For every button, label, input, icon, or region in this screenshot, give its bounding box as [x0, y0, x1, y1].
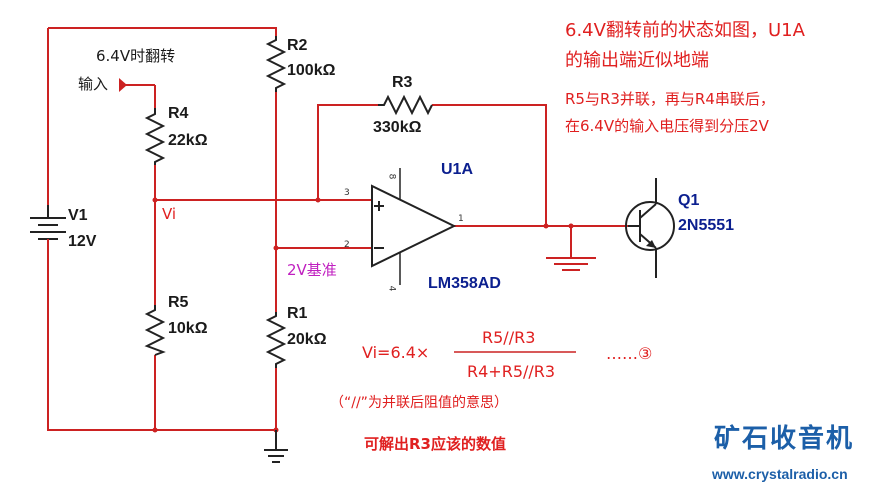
r2-value: 100kΩ: [287, 62, 336, 79]
junction-dot: [273, 245, 279, 251]
resistor-r4-icon: [144, 108, 166, 165]
formula-note: （“//”为并联后阻值的意思）: [330, 395, 508, 411]
r3-name: R3: [392, 74, 413, 91]
r3-value: 330kΩ: [373, 119, 422, 136]
formula-eq-ref: ……③: [606, 344, 653, 363]
input-arrow-icon: [119, 78, 127, 92]
formula-numerator: R5//R3: [482, 328, 536, 347]
note-line-1: 6.4V翻转前的状态如图，U1A: [565, 20, 805, 41]
note-line-2: 的输出端近似地端: [565, 50, 709, 71]
r4-value: 22kΩ: [168, 132, 208, 149]
wire-fb-right: [432, 104, 547, 226]
pin-3-label: 3: [344, 188, 350, 198]
pin-4-label: 4: [386, 285, 397, 292]
formula-lhs: Vi=6.4×: [362, 343, 430, 362]
opamp-u1a-icon: [371, 168, 457, 285]
watermark-title: 矿石收音机: [714, 424, 855, 454]
r2-name: R2: [287, 37, 308, 54]
vi-label: Vi: [162, 205, 177, 223]
resistor-r2-icon: [265, 36, 287, 92]
ground-output-icon: [546, 257, 596, 271]
u1a-name: U1A: [441, 161, 474, 178]
pin-2-label: 2: [344, 240, 350, 250]
switch-note: 6.4V时翻转: [96, 47, 176, 65]
r5-value: 10kΩ: [168, 320, 208, 337]
formula-denominator: R4+R5//R3: [467, 362, 556, 381]
r1-value: 20kΩ: [287, 331, 327, 348]
resistor-r1-icon: [265, 312, 287, 368]
junction-dot: [568, 223, 574, 229]
transistor-q1-icon: [625, 178, 675, 278]
pin-1-label: 1: [458, 214, 464, 224]
q1-part: 2N5551: [678, 217, 735, 234]
watermark-url: www.crystalradio.cn: [712, 466, 848, 482]
r1-name: R1: [287, 305, 308, 322]
input-label: 输入: [78, 75, 109, 93]
wire-top: [48, 27, 277, 36]
formula-conclusion: 可解出R3应该的数值: [364, 435, 506, 453]
r5-name: R5: [168, 294, 189, 311]
pin-8-label: 8: [386, 173, 397, 180]
r4-name: R4: [168, 105, 189, 122]
ref-label: 2V基准: [287, 261, 337, 279]
junction-dot: [543, 223, 549, 229]
wire-fb-left: [317, 104, 378, 200]
v1-name: V1: [68, 207, 88, 224]
q1-name: Q1: [678, 192, 700, 209]
note-line-4: 在6.4V的输入电压得到分压2V: [565, 117, 769, 135]
ground-main-icon: [264, 430, 288, 463]
wire-left-bottom: [47, 258, 276, 431]
junction-dot: [152, 197, 158, 203]
junction-dot: [315, 197, 321, 203]
junction-dot: [152, 427, 158, 433]
resistor-r5-icon: [144, 305, 166, 356]
note-line-3: R5与R3并联，再与R4串联后，: [565, 90, 775, 108]
u1a-part: LM358AD: [428, 275, 501, 292]
v1-value: 12V: [68, 233, 97, 250]
resistor-r3-icon: [378, 94, 433, 116]
